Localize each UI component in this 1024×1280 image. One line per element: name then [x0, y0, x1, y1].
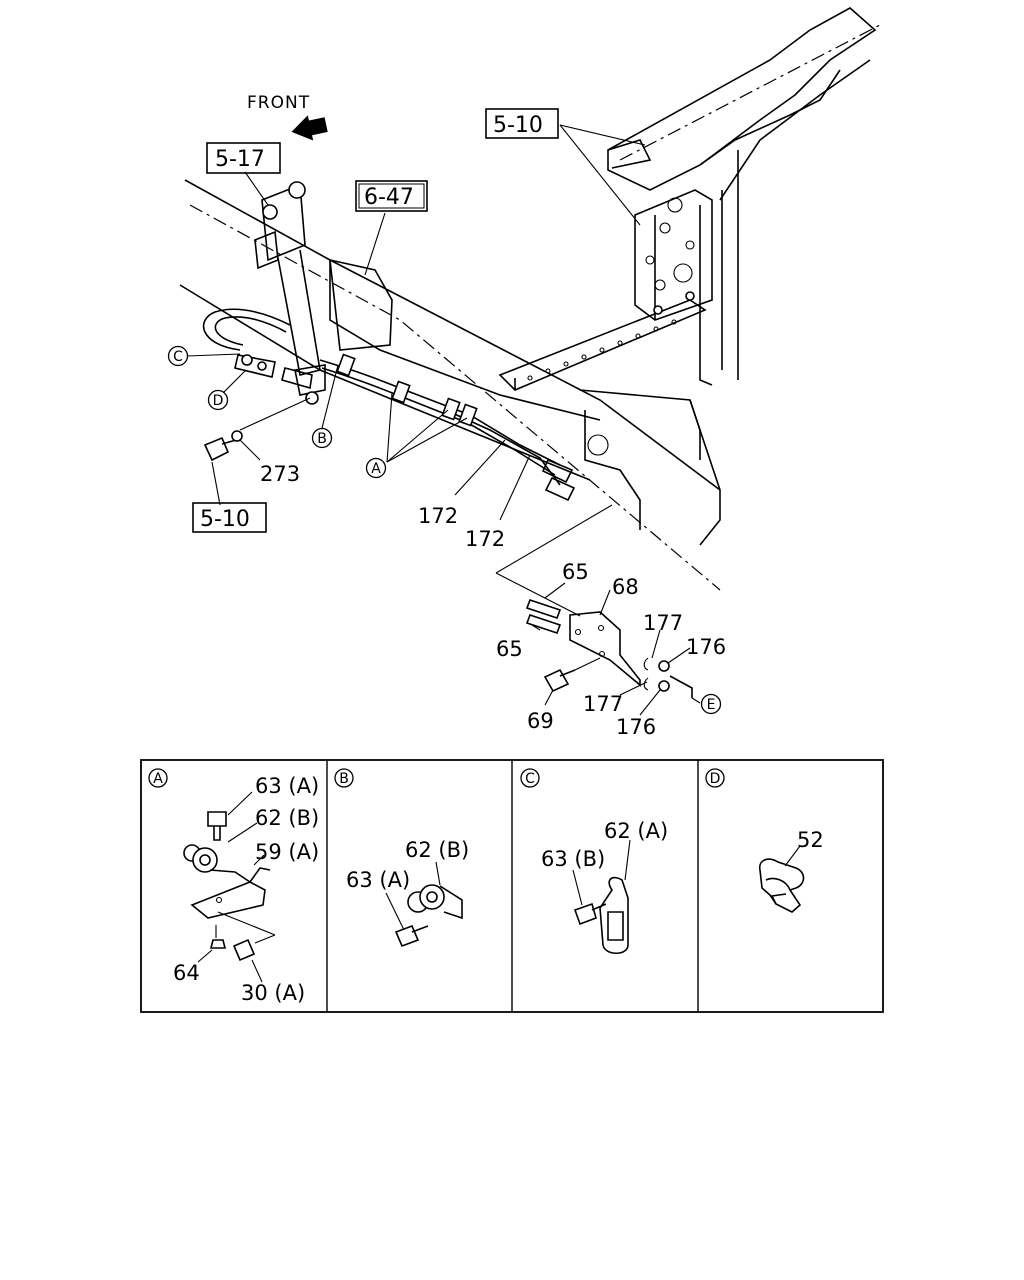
callout-a[interactable]: A	[365, 457, 387, 479]
front-label: FRONT	[247, 93, 310, 113]
callout-letter: E	[707, 697, 716, 713]
callout-c[interactable]: C	[167, 345, 189, 367]
ref-text: 5-10	[493, 113, 543, 138]
part-65-lower: 65	[496, 637, 523, 661]
detail-letter: D	[710, 771, 721, 787]
callout-letter: B	[317, 431, 327, 447]
leader-lines	[186, 124, 646, 521]
detail-a: A 63 (A) 62 (B) 59 (A) 64 30 (A)	[148, 768, 319, 1005]
detail-a-tag[interactable]: A	[148, 768, 168, 788]
callout-letter: A	[371, 461, 381, 477]
detail-d-tag[interactable]: D	[705, 768, 725, 788]
detail-b: B 62 (B) 63 (A)	[334, 768, 469, 948]
chassis-frame-drawing	[179, 7, 881, 591]
detail-d: D 52	[705, 768, 824, 913]
detail-a-part-3: 59 (A)	[255, 840, 319, 864]
ref-text: 5-10	[200, 507, 250, 532]
detail-a-part-2: 62 (B)	[255, 806, 319, 830]
rail-holes	[527, 319, 677, 381]
detail-c-part-1: 62 (A)	[604, 819, 668, 843]
ref-box-6-47[interactable]: 6-47	[355, 180, 428, 212]
detail-c: C 62 (A) 63 (B)	[520, 768, 668, 955]
detail-c-tag[interactable]: C	[520, 768, 540, 788]
part-65-upper: 65	[562, 560, 589, 584]
detail-b-part-1: 62 (B)	[405, 838, 469, 862]
ref-box-5-17[interactable]: 5-17	[206, 142, 281, 174]
callout-e[interactable]: E	[700, 693, 722, 715]
ref-box-5-10-bottom[interactable]: 5-10	[192, 502, 267, 533]
detail-letter: A	[153, 771, 163, 787]
part-69: 69	[527, 709, 554, 733]
part-68: 68	[612, 575, 639, 599]
detail-table	[140, 759, 884, 1013]
detail-a-part-1: 63 (A)	[255, 774, 319, 798]
part-172-upper: 172	[418, 504, 458, 528]
detail-letter: B	[339, 771, 349, 787]
detail-c-part-2: 63 (B)	[541, 847, 605, 871]
part-273: 273	[260, 462, 300, 486]
ref-text: 5-17	[215, 147, 265, 172]
part-176-lower: 176	[616, 715, 656, 739]
part-172-lower: 172	[465, 527, 505, 551]
callout-letter: C	[173, 349, 183, 365]
detail-b-tag[interactable]: B	[334, 768, 354, 788]
front-arrow-icon	[291, 115, 328, 141]
ref-box-5-10-top[interactable]: 5-10	[485, 108, 559, 139]
bracket-assembly	[495, 504, 701, 716]
part-177-upper: 177	[643, 611, 683, 635]
callout-d[interactable]: D	[207, 389, 229, 411]
detail-letter: C	[525, 771, 535, 787]
detail-a-part-4: 64	[173, 961, 200, 985]
callout-letter: D	[213, 393, 224, 409]
callout-b[interactable]: B	[311, 427, 333, 449]
detail-d-part-1: 52	[797, 828, 824, 852]
ref-text: 6-47	[364, 185, 414, 210]
detail-b-part-2: 63 (A)	[346, 868, 410, 892]
detail-a-part-5: 30 (A)	[241, 981, 305, 1005]
part-177-lower: 177	[583, 692, 623, 716]
part-176-upper: 176	[686, 635, 726, 659]
